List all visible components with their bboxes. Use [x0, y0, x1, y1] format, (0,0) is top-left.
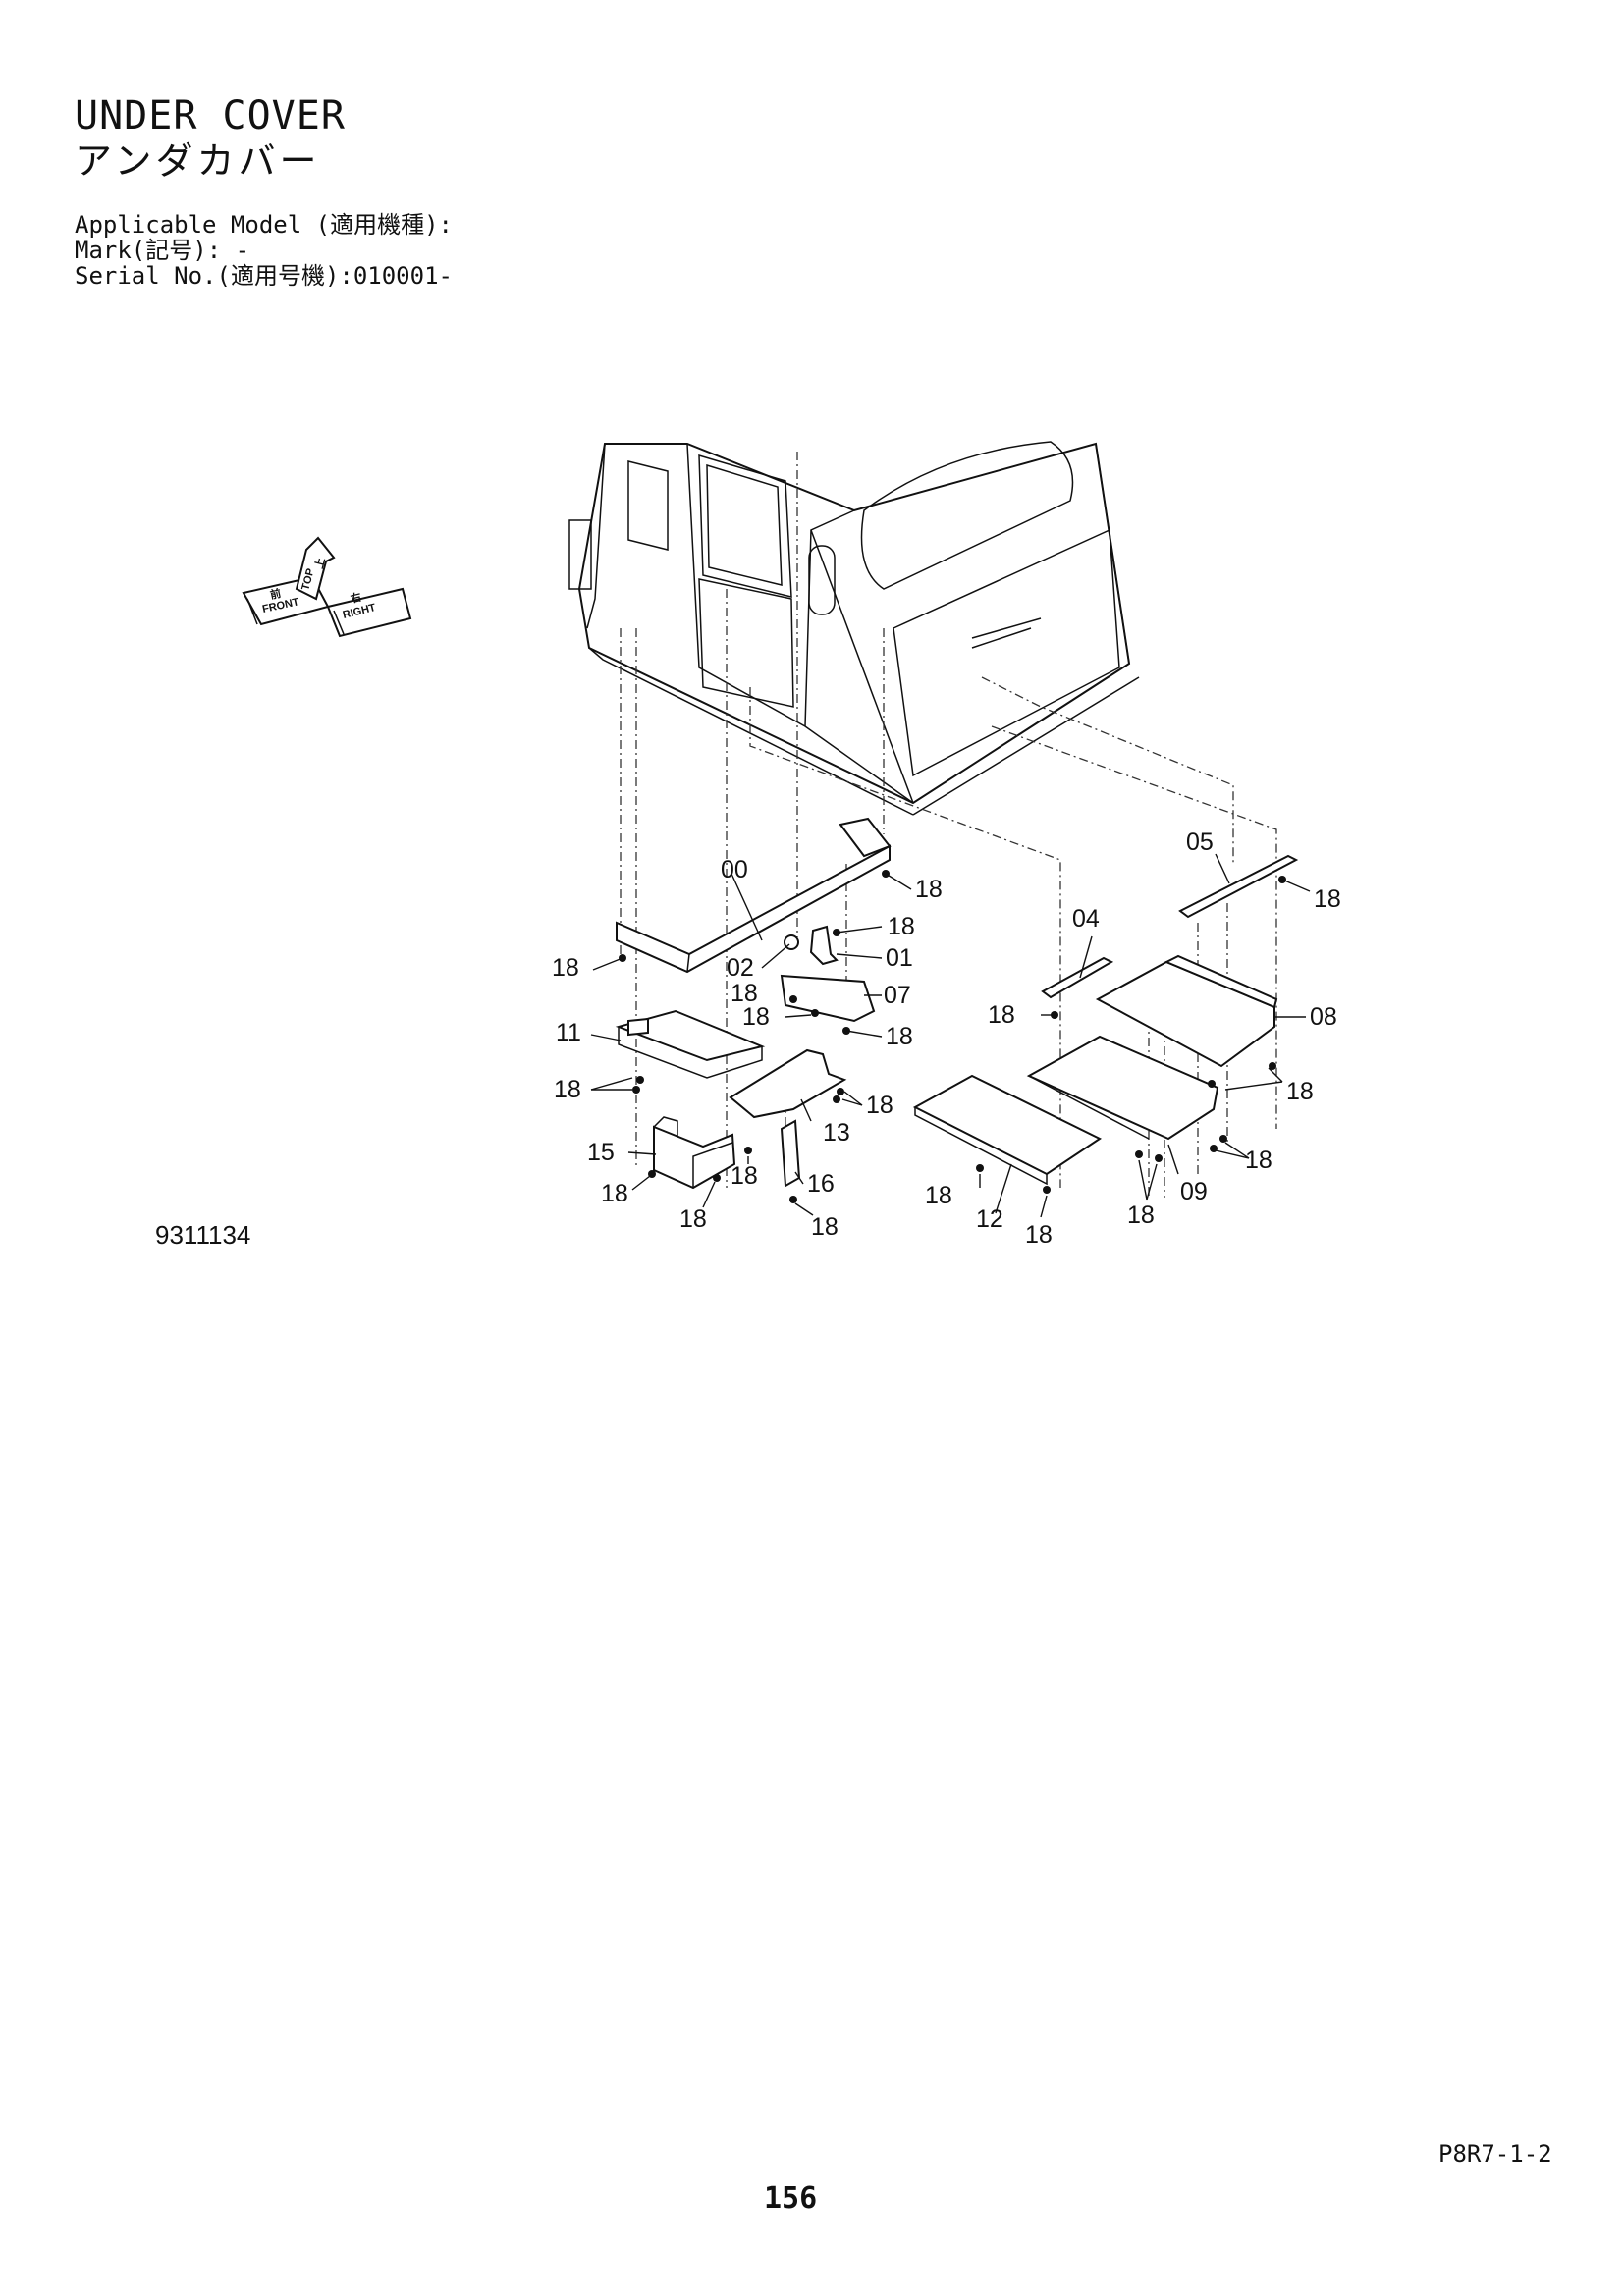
- part-02-01-brackets: [784, 925, 839, 966]
- callout-11: 11: [556, 1019, 581, 1046]
- leader-lines: [590, 853, 1311, 1218]
- part-15-box: [653, 1116, 736, 1190]
- callout-07: 12: [976, 1205, 1003, 1233]
- callout-18: 18: [554, 1076, 581, 1103]
- callout-01: 01: [886, 944, 913, 972]
- callout-18: 18: [1245, 1147, 1272, 1174]
- mark-code: Mark(記号): -: [75, 237, 250, 264]
- callout-02: 02: [727, 954, 754, 982]
- callout-18: 18: [886, 1023, 913, 1050]
- callout-labels: 00 18 18 18 02 01 18 07 18 18 11 18 18 1…: [552, 828, 1341, 1249]
- callout-13: 13: [823, 1119, 850, 1147]
- callout-05: 05: [1186, 828, 1214, 856]
- cab-body: [568, 441, 1140, 816]
- part-09-plate: [1026, 1035, 1219, 1141]
- callout-18: 18: [1314, 885, 1341, 913]
- callout-00: 00: [721, 856, 748, 883]
- callout-18: 18: [888, 913, 915, 940]
- callout-15: 15: [587, 1139, 615, 1166]
- page-subtitle-japanese: アンダカバー: [75, 139, 321, 183]
- page-title: UNDER COVER: [75, 93, 346, 138]
- page-code: P8R7-1-2: [1438, 2140, 1552, 2167]
- callout-18: 18: [1025, 1221, 1053, 1249]
- callout-08: 08: [1310, 1003, 1337, 1031]
- compass-label-top: TOP: [299, 567, 316, 592]
- callout-18: 18: [915, 876, 943, 903]
- serial-number: Serial No.(適用号機):010001-: [75, 262, 453, 290]
- page-number: 156: [764, 2181, 818, 2216]
- compass-label-front-jp: 前: [269, 586, 283, 602]
- callout-18: 18: [811, 1213, 839, 1241]
- callout-18: 18: [679, 1205, 707, 1233]
- callout-18: 18: [742, 1003, 770, 1031]
- page-header: UNDER COVER アンダカバー Applicable Model (適用機…: [75, 94, 453, 289]
- callout-18: 18: [601, 1180, 628, 1207]
- part-00-rail: [616, 817, 892, 974]
- callout-12: 07: [884, 982, 911, 1009]
- part-12-plate: [780, 974, 876, 1023]
- part-11-plate: [615, 1009, 766, 1079]
- callout-09: 09: [1180, 1178, 1208, 1205]
- part-07-plate: [912, 1074, 1102, 1186]
- part-08-plate: [1095, 954, 1278, 1068]
- callout-18: 18: [552, 954, 579, 982]
- callout-18: 18: [1127, 1201, 1155, 1229]
- callout-16: 16: [807, 1170, 835, 1198]
- part-13-plate: [729, 1048, 847, 1119]
- compass-label-right-jp: 右: [348, 590, 362, 606]
- part-04-strip: [1041, 956, 1114, 999]
- callout-18: 18: [731, 1162, 758, 1190]
- callout-18: 18: [988, 1001, 1015, 1029]
- drawing-reference-number: 9311134: [155, 1220, 251, 1250]
- callout-18: 18: [866, 1092, 893, 1119]
- callout-18: 18: [925, 1182, 952, 1209]
- compass-label-top-jp: 上: [311, 557, 327, 570]
- part-05-strip: [1178, 854, 1299, 919]
- part-16-bracket: [780, 1119, 801, 1188]
- callout-04: 04: [1072, 905, 1100, 933]
- orientation-compass-icon: FRONT RIGHT TOP 前 右 上: [242, 536, 412, 638]
- callout-18: 18: [1286, 1078, 1314, 1105]
- applicable-model: Applicable Model (適用機種):: [75, 211, 453, 239]
- callout-18: 18: [731, 980, 758, 1007]
